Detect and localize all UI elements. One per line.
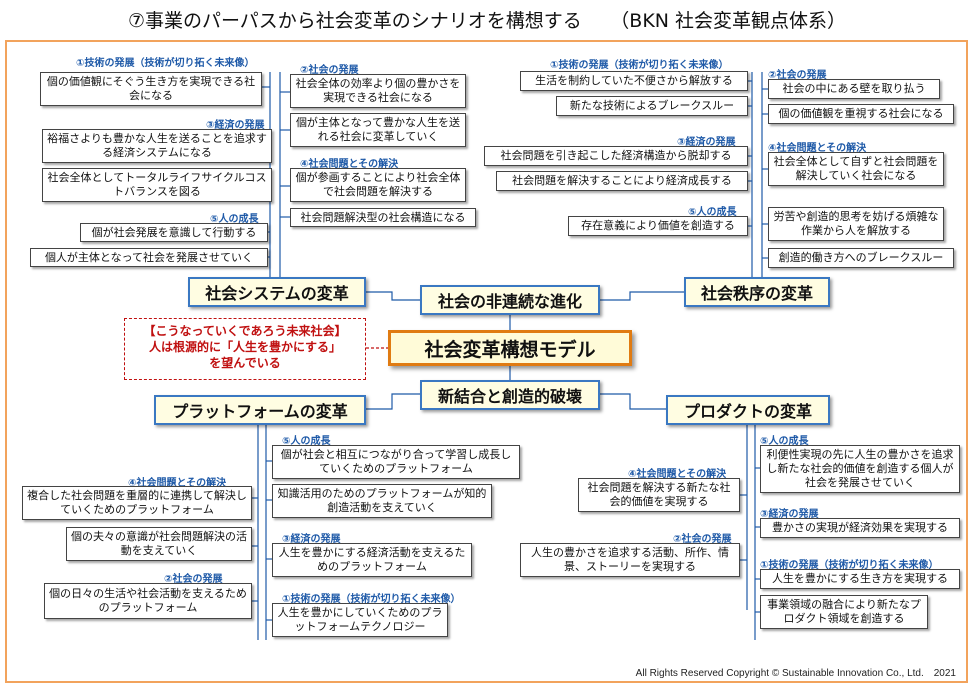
scenario-box: 人生の豊かさを追求する活動、所作、情景、ストーリーを実現する [520,543,740,577]
scenario-box: 個が社会発展を意識して行動する [80,223,268,242]
scenario-box: 個人が主体となって社会を発展させていく [30,248,268,267]
category-label: ③経済の発展 [282,534,341,545]
scenario-box: 社会問題解決型の社会構造になる [290,208,476,227]
category-label: ②社会の発展 [673,534,732,545]
category-label: ①技術の発展（技術が切り拓く未来像） [760,560,939,571]
scenario-box: 事業領域の融合により新たなプロダクト領域を創造する [760,595,928,629]
scenario-box: 個の日々の生活や社会活動を支えるためのプラットフォーム [44,583,252,619]
category-label: ①技術の発展（技術が切り拓く未来像） [550,60,729,71]
category-label: ④社会問題とその解決 [628,469,727,480]
scenario-box: 人生を豊かにしていくためのプラットフォームテクノロジー [272,603,448,637]
scenario-box: 創造的働き方へのブレークスルー [768,248,954,268]
scenario-box: 人生を豊かにする経済活動を支えるためのプラットフォーム [272,543,472,577]
category-label: ①技術の発展（技術が切り拓く未来像） [282,594,461,605]
scenario-box: 個が主体となって豊かな人生を送れる社会に変革していく [290,113,466,147]
note-line: を望んでいる [209,356,281,370]
platform-change-heading: プラットフォームの変革 [154,395,366,425]
category-label: ②社会の発展 [300,65,359,76]
note-line: 人は根源的に「人生を豊かにする」 [148,340,342,354]
future-society-note: 【こうなっていくであろう未来社会】 人は根源的に「人生を豊かにする」 を望んでい… [124,318,366,380]
category-label: ④社会問題とその解決 [128,478,227,489]
page-title: ⑦事業のパーパスから社会変革のシナリオを構想する （BKN 社会変革観点体系） [127,10,847,32]
scenario-box: 個が社会と相互につながり合って学習し成長していくためのプラットフォーム [272,445,520,479]
scenario-box: 個の価値観を重視する社会になる [768,104,954,124]
scenario-box: 裕福さよりも豊かな人生を送ることを追求する経済システムになる [42,129,272,163]
center-model: 社会変革構想モデル [388,330,632,366]
scenario-box: 社会問題を解決することにより経済成長する [496,171,748,191]
scenario-box: 複合した社会問題を重層的に連携して解決していくためのプラットフォーム [22,486,252,520]
scenario-box: 社会問題を解決する新たな社会的価値を実現する [578,478,740,512]
scenario-box: 社会全体の効率より個の豊かさを実現できる社会になる [290,74,466,108]
category-label: ③経済の発展 [206,120,265,131]
scenario-box: 人生を豊かにする生き方を実現する [760,569,960,589]
copyright-text: All Rights Reserved Copyright © Sustaina… [635,668,956,679]
category-label: ⑤人の成長 [210,214,259,225]
category-label: ②社会の発展 [768,70,827,81]
hub-discontinuous-evolution: 社会の非連続な進化 [420,285,600,315]
system-change-heading: 社会システムの変革 [188,277,366,307]
category-label: ③経済の発展 [760,509,819,520]
scenario-box: 社会問題を引き起こした経済構造から脱却する [484,146,748,166]
scenario-box: 利便性実現の先に人生の豊かさを追求し新たな社会的価値を創造する個人が社会を発展さ… [760,445,960,493]
scenario-box: 社会全体としてトータルライフサイクルコストバランスを図る [42,168,272,202]
scenario-box: 新たな技術によるブレークスルー [556,96,748,116]
scenario-box: 個の価値観にそぐう生き方を実現できる社会になる [40,72,262,106]
scenario-box: 生活を制約していた不便さから解放する [520,71,748,91]
category-label: ④社会問題とその解決 [768,143,867,154]
category-label: ①技術の発展（技術が切り拓く未来像） [76,58,255,69]
category-label: ②社会の発展 [164,574,223,585]
category-label: ③経済の発展 [677,137,736,148]
category-label: ⑤人の成長 [282,436,331,447]
scenario-box: 知識活用のためのプラットフォームが知的創造活動を支えていく [272,484,492,518]
order-change-heading: 社会秩序の変革 [684,277,830,307]
category-label: ⑤人の成長 [760,436,809,447]
scenario-box: 豊かさの実現が経済効果を実現する [760,518,960,538]
note-line: 【こうなっていくであろう未来社会】 [143,324,347,338]
hub-new-combination: 新結合と創造的破壊 [420,380,600,410]
category-label: ⑤人の成長 [688,207,737,218]
scenario-box: 個が参画することにより社会全体で社会問題を解決する [290,168,466,202]
scenario-box: 存在意義により価値を創造する [568,216,748,236]
scenario-box: 個の夫々の意識が社会問題解決の活動を支えていく [66,527,252,561]
category-label: ④社会問題とその解決 [300,159,399,170]
product-change-heading: プロダクトの変革 [666,395,830,425]
scenario-box: 労苦や創造的思考を妨げる煩雑な作業から人を解放する [768,207,944,241]
scenario-box: 社会の中にある壁を取り払う [768,79,940,99]
scenario-box: 社会全体として自ずと社会問題を解決していく社会になる [768,152,944,186]
